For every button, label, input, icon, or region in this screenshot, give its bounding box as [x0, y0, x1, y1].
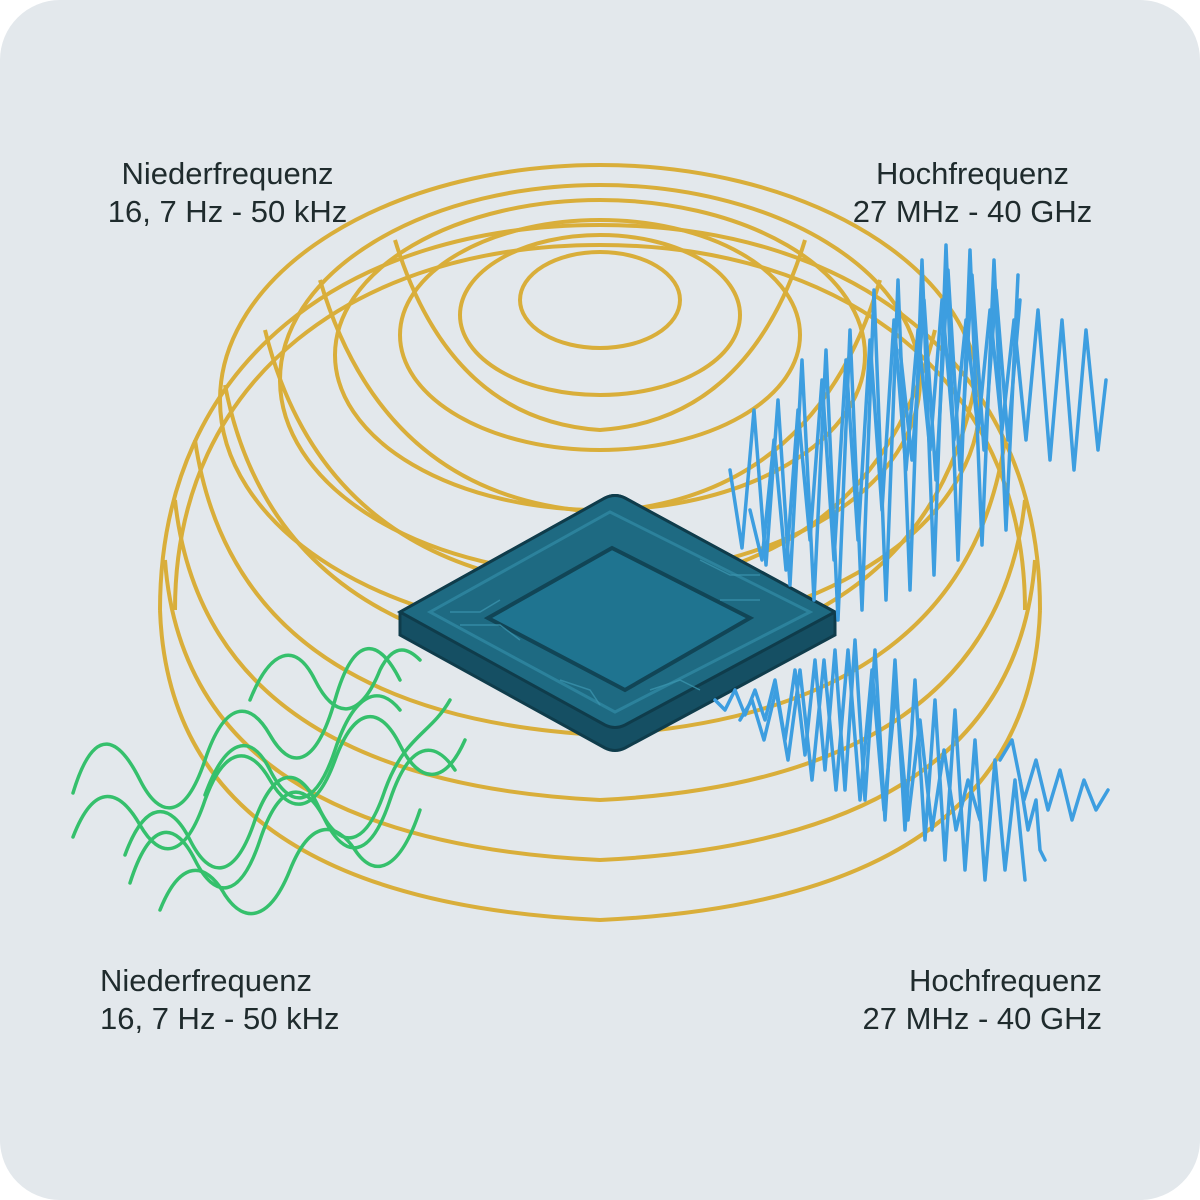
- label-title: Niederfrequenz: [100, 963, 312, 998]
- label-high-frequency-bottom: Hochfrequenz 27 MHz - 40 GHz: [830, 962, 1102, 1038]
- low-frequency-waves: [71, 646, 467, 916]
- label-range: 27 MHz - 40 GHz: [852, 194, 1093, 229]
- label-range: 16, 7 Hz - 50 kHz: [107, 194, 348, 229]
- label-range: 16, 7 Hz - 50 kHz: [100, 1001, 340, 1036]
- label-title: Hochfrequenz: [875, 156, 1069, 191]
- label-high-frequency-top: Hochfrequenz 27 MHz - 40 GHz: [835, 155, 1110, 231]
- label-range: 27 MHz - 40 GHz: [862, 1001, 1102, 1036]
- label-low-frequency-top: Niederfrequenz 16, 7 Hz - 50 kHz: [100, 155, 355, 231]
- high-frequency-waves-upper: [728, 243, 1108, 622]
- label-title: Niederfrequenz: [121, 156, 334, 191]
- label-low-frequency-bottom: Niederfrequenz 16, 7 Hz - 50 kHz: [100, 962, 380, 1038]
- label-title: Hochfrequenz: [908, 963, 1102, 998]
- microchip-icon: [396, 494, 839, 752]
- high-frequency-waves-lower: [713, 638, 1110, 882]
